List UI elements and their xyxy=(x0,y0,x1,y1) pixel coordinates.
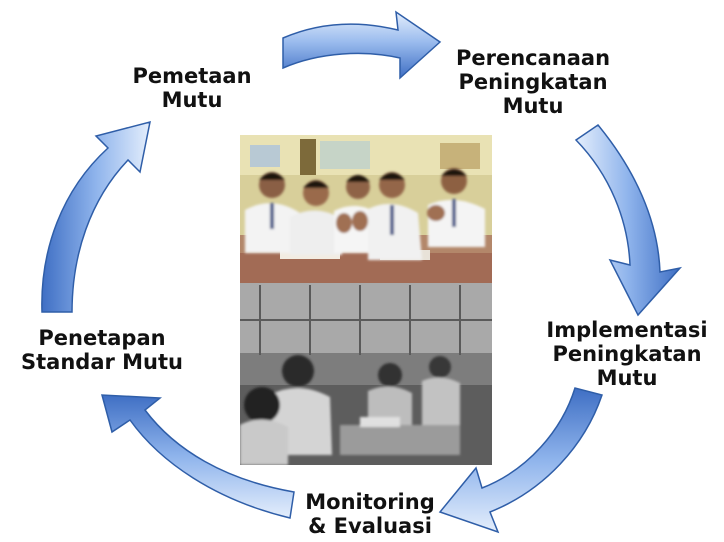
stage-label-penetapan-standar: Penetapan Standar Mutu xyxy=(4,326,200,374)
stage-label-line: Perencanaan xyxy=(455,46,611,70)
arrow-bottom-left xyxy=(101,394,295,519)
stage-label-implementasi: Implementasi Peningkatan Mutu xyxy=(534,318,720,390)
center-photo xyxy=(240,135,492,465)
stage-label-perencanaan: Perencanaan Peningkatan Mutu xyxy=(438,46,628,118)
stage-label-line: Peningkatan xyxy=(552,342,702,366)
stage-label-line: Peningkatan xyxy=(458,70,608,94)
stage-label-line: Standar Mutu xyxy=(21,350,183,374)
arrow-left xyxy=(41,120,151,313)
stage-label-line: Implementasi xyxy=(546,318,708,342)
stage-label-line: Mutu xyxy=(502,94,564,118)
stage-label-line: Monitoring xyxy=(305,490,435,514)
stage-label-line: Mutu xyxy=(596,366,658,390)
stage-label-line: Mutu xyxy=(161,88,223,112)
stage-label-line: Penetapan xyxy=(38,326,166,350)
students-classroom-grayscale-image xyxy=(240,283,492,465)
stage-label-pemetaan-mutu: Pemetaan Mutu xyxy=(132,64,252,112)
arrow-bottom-right xyxy=(438,387,603,534)
arrow-right xyxy=(574,123,683,317)
stage-label-line: & Evaluasi xyxy=(308,514,432,538)
stage-label-line: Pemetaan xyxy=(132,64,252,88)
students-classroom-color-image xyxy=(240,135,492,283)
arrow-top xyxy=(282,10,442,80)
stage-label-monitoring-evaluasi: Monitoring & Evaluasi xyxy=(288,490,452,538)
